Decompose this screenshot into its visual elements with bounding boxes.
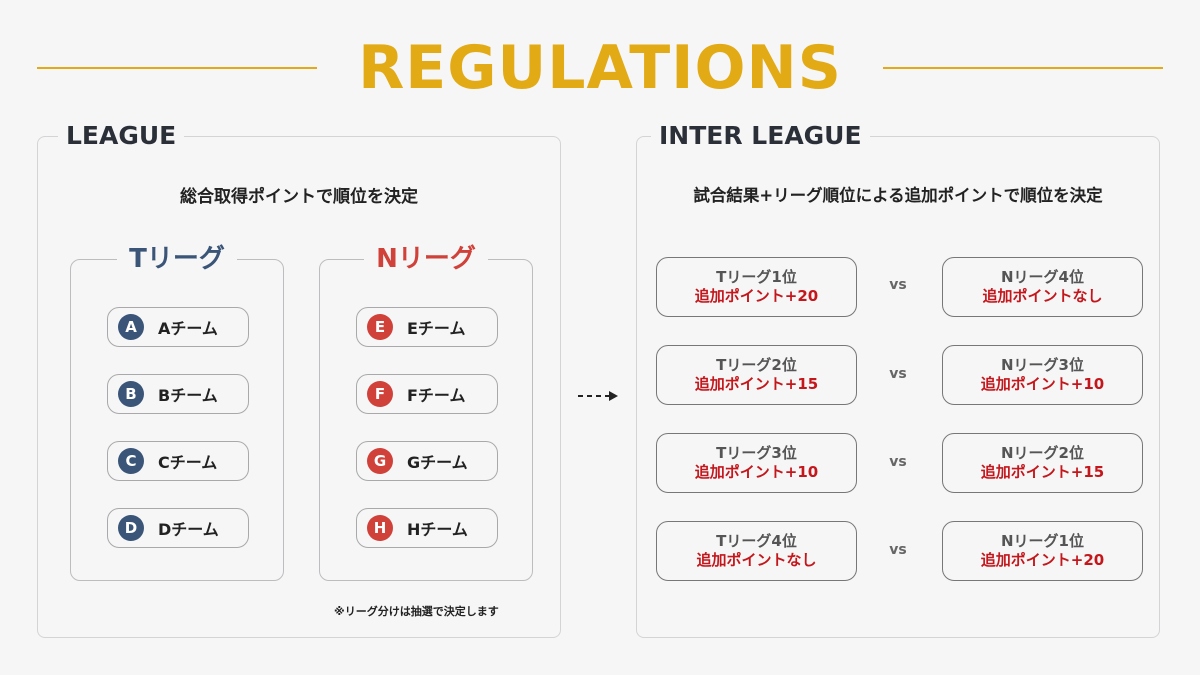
match-rank: Tリーグ2位	[716, 356, 797, 374]
team-name: Hチーム	[407, 520, 468, 539]
match-right-4: Nリーグ1位 追加ポイント+20	[942, 521, 1143, 581]
team-f: F Fチーム	[356, 374, 498, 414]
match-left-2: Tリーグ2位 追加ポイント+15	[656, 345, 857, 405]
page-title: REGULATIONS	[358, 33, 842, 103]
match-rank: Tリーグ4位	[716, 532, 797, 550]
match-rank: Nリーグ2位	[1001, 444, 1084, 462]
n-league-box: Nリーグ E Eチーム F Fチーム G Gチーム H Hチーム	[319, 244, 533, 581]
inter-league-subtitle: 試合結果+リーグ順位による追加ポイントで順位を決定	[693, 186, 1103, 205]
league-panel-label: LEAGUE	[58, 121, 185, 151]
match-rank: Nリーグ4位	[1001, 268, 1084, 286]
title-right-rule	[883, 67, 1163, 69]
inter-league-panel-label: INTER LEAGUE	[651, 121, 870, 151]
match-bonus: 追加ポイント+10	[980, 375, 1105, 393]
match-right-3: Nリーグ2位 追加ポイント+15	[942, 433, 1143, 493]
match-rank: Tリーグ1位	[716, 268, 797, 286]
match-rank: Tリーグ3位	[716, 444, 797, 462]
team-badge: C	[118, 448, 144, 474]
team-d: D Dチーム	[107, 508, 249, 548]
match-left-1: Tリーグ1位 追加ポイント+20	[656, 257, 857, 317]
vs-label: vs	[889, 454, 907, 470]
match-rank: Nリーグ3位	[1001, 356, 1084, 374]
n-league-label-wrap: Nリーグ	[320, 244, 532, 274]
inter-league-panel: INTER LEAGUE 試合結果+リーグ順位による追加ポイントで順位を決定	[636, 121, 1160, 638]
team-name: Gチーム	[407, 453, 468, 472]
t-league-box: Tリーグ A Aチーム B Bチーム C Cチーム D Dチーム	[70, 244, 284, 581]
league-panel: LEAGUE 総合取得ポイントで順位を決定 Tリーグ A Aチーム B Bチーム…	[37, 121, 561, 638]
league-note: ※リーグ分けは抽選で決定します	[334, 605, 499, 618]
title-left-rule	[37, 67, 317, 69]
match-right-1: Nリーグ4位 追加ポイントなし	[942, 257, 1143, 317]
team-badge: F	[367, 381, 393, 407]
team-name: Eチーム	[407, 319, 466, 338]
t-league-label: Tリーグ	[117, 244, 237, 274]
team-name: Cチーム	[158, 453, 218, 472]
team-badge: H	[367, 515, 393, 541]
team-a: A Aチーム	[107, 307, 249, 347]
match-bonus: 追加ポイント+20	[694, 287, 819, 305]
team-name: Aチーム	[158, 319, 218, 338]
match-left-3: Tリーグ3位 追加ポイント+10	[656, 433, 857, 493]
team-badge: E	[367, 314, 393, 340]
vs-label: vs	[889, 542, 907, 558]
team-badge: B	[118, 381, 144, 407]
team-name: Bチーム	[158, 386, 218, 405]
team-g: G Gチーム	[356, 441, 498, 481]
match-left-4: Tリーグ4位 追加ポイントなし	[656, 521, 857, 581]
league-subtitle: 総合取得ポイントで順位を決定	[180, 187, 418, 207]
team-b: B Bチーム	[107, 374, 249, 414]
n-league-label: Nリーグ	[364, 244, 488, 274]
team-name: Dチーム	[158, 520, 219, 539]
vs-label: vs	[889, 277, 907, 293]
team-c: C Cチーム	[107, 441, 249, 481]
team-badge: A	[118, 314, 144, 340]
match-right-2: Nリーグ3位 追加ポイント+10	[942, 345, 1143, 405]
vs-label: vs	[889, 366, 907, 382]
team-badge: G	[367, 448, 393, 474]
match-bonus: 追加ポイント+20	[980, 551, 1105, 569]
match-bonus: 追加ポイント+15	[980, 463, 1105, 481]
match-bonus: 追加ポイント+10	[694, 463, 819, 481]
team-h: H Hチーム	[356, 508, 498, 548]
dashed-arrow-icon	[578, 391, 618, 401]
match-bonus: 追加ポイントなし	[982, 287, 1103, 305]
match-bonus: 追加ポイントなし	[696, 551, 817, 569]
t-league-label-wrap: Tリーグ	[71, 244, 283, 274]
match-bonus: 追加ポイント+15	[694, 375, 819, 393]
team-badge: D	[118, 515, 144, 541]
team-name: Fチーム	[407, 386, 466, 405]
match-rank: Nリーグ1位	[1001, 532, 1084, 550]
team-e: E Eチーム	[356, 307, 498, 347]
